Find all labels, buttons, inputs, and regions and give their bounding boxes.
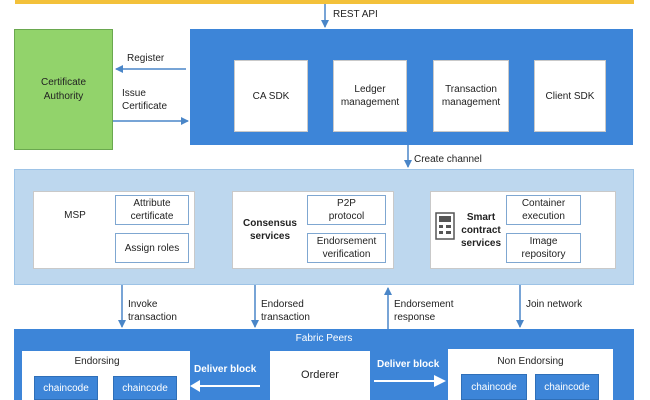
transaction-management-label: Transaction management	[441, 84, 501, 108]
attribute-certificate-box: Attribute certificate	[115, 195, 189, 225]
image-repository-box: Image repository	[506, 233, 581, 263]
chaincode-left-1: chaincode	[34, 376, 98, 400]
chaincode-right-2: chaincode	[535, 374, 599, 400]
endorsed-transaction-label: Endorsed transaction	[261, 299, 310, 323]
non-endorsing-label: Non Endorsing	[497, 356, 564, 367]
p2p-protocol-box: P2P protocol	[307, 195, 386, 225]
certificate-authority-box: Certificate Authority	[14, 29, 113, 150]
create-channel-label: Create channel	[414, 154, 482, 165]
container-execution-label: Container execution	[521, 198, 566, 222]
attribute-certificate-label: Attribute certificate	[130, 198, 174, 222]
client-sdk-label: Client SDK	[545, 90, 595, 102]
rest-api-label: REST API	[333, 9, 378, 20]
assign-roles-box: Assign roles	[115, 233, 189, 263]
orderer-box: Orderer	[270, 351, 370, 400]
p2p-protocol-label: P2P protocol	[328, 198, 365, 222]
orderer-label: Orderer	[301, 369, 339, 382]
endorsing-label: Endorsing	[74, 356, 120, 367]
top-bar	[15, 0, 634, 4]
client-sdk-box: Client SDK	[534, 60, 606, 132]
join-network-label: Join network	[526, 299, 583, 310]
container-execution-box: Container execution	[506, 195, 581, 225]
assign-roles-label: Assign roles	[124, 242, 180, 254]
smart-contract-services-label: Smart contract services	[460, 211, 502, 249]
ledger-management-label: Ledger management	[340, 84, 400, 108]
register-label: Register	[127, 53, 165, 64]
msp-label: MSP	[64, 209, 86, 221]
chaincode-right-1: chaincode	[461, 374, 527, 400]
chaincode-left-2: chaincode	[113, 376, 177, 400]
deliver-block-right-arrow	[374, 375, 446, 387]
invoke-transaction-label: Invoke transaction	[128, 299, 177, 323]
issue-certificate-label: Issue Certificate	[122, 88, 168, 112]
ca-sdk-box: CA SDK	[234, 60, 308, 132]
endorsement-verification-label: Endorsement verification	[316, 236, 377, 260]
transaction-management-box: Transaction management	[433, 60, 509, 132]
certificate-authority-label: Certificate Authority	[40, 77, 86, 102]
deliver-block-left-arrow	[190, 380, 260, 392]
smart-contract-icon	[435, 212, 455, 240]
deliver-block-left-label: Deliver block	[194, 364, 257, 375]
deliver-block-right-label: Deliver block	[377, 359, 440, 370]
endorsement-response-label: Endorsement response	[394, 299, 454, 323]
endorsement-verification-box: Endorsement verification	[307, 233, 386, 263]
consensus-services-label: Consensus services	[243, 218, 297, 242]
ledger-management-box: Ledger management	[333, 60, 407, 132]
fabric-peers-title: Fabric Peers	[295, 333, 353, 344]
ca-sdk-label: CA SDK	[252, 90, 290, 102]
image-repository-label: Image repository	[521, 236, 566, 260]
